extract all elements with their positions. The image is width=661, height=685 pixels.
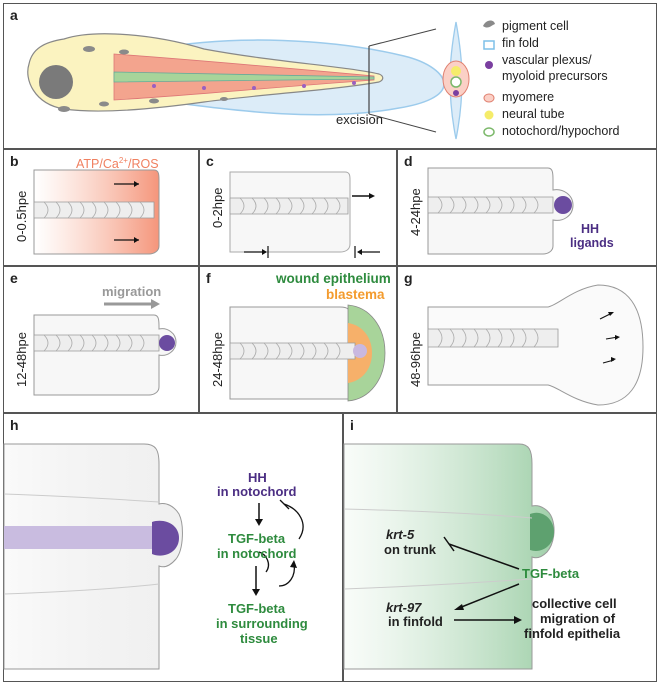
panel-f-tail: [229, 304, 386, 402]
panel-b-label: b: [10, 153, 19, 169]
panel-h: h HH in notochord TGF-beta in notochord …: [3, 413, 343, 682]
panel-c-label: c: [206, 153, 214, 169]
legend-notochord-hypochord: notochord/hypochord: [502, 124, 620, 138]
panel-e: e 12-48hpe migration: [3, 266, 199, 413]
panel-f-label: f: [206, 270, 211, 286]
hh-ligand-blob: [554, 196, 572, 214]
i-collective1: collective cell: [532, 596, 617, 611]
panel-b-tail: [33, 169, 160, 255]
panel-d-label: d: [404, 153, 413, 169]
notochord-icon: [483, 127, 495, 137]
panel-i: i krt-5 on trunk TGF-beta krt-97 in finf…: [343, 413, 657, 682]
legend-myomere: myomere: [502, 90, 555, 104]
h-tgf1-notochord: in notochord: [217, 546, 297, 561]
panel-h-tail: [3, 443, 304, 670]
pigment-cell-icon: [483, 20, 495, 28]
i-krt97-gene: krt-97: [386, 600, 422, 615]
panel-d-ligands: ligands: [570, 236, 614, 250]
i-krt5-gene: krt-5: [386, 527, 415, 542]
panel-i-tail: [343, 443, 555, 670]
panel-e-label: e: [10, 270, 18, 286]
myomere-icon: [483, 93, 495, 103]
panel-f-wound: wound epithelium: [276, 271, 391, 286]
panel-a: a excision: [3, 3, 657, 149]
legend-pigment-cell: pigment cell: [502, 19, 569, 33]
h-tgf2-surrounding: in surrounding: [216, 616, 308, 631]
panel-f-blastema: blastema: [326, 287, 385, 302]
legend-neural-tube: neural tube: [502, 107, 565, 121]
i-collective3: finfold epithelia: [524, 626, 621, 641]
h-tgf2-tissue: tissue: [240, 631, 278, 646]
panel-e-migration: migration: [102, 284, 162, 299]
panel-c: c 0-2hpe: [199, 149, 397, 266]
panel-c-tail: [229, 171, 380, 258]
h-hh-notochord: in notochord: [217, 484, 297, 499]
excision-label: excision: [336, 112, 383, 127]
panel-d-tail: [427, 167, 574, 255]
larva-eye: [39, 65, 73, 99]
i-collective2: migration of: [540, 611, 616, 626]
legend-icons: [483, 20, 495, 137]
panel-f: f 24-48hpe wound epithelium blastema: [199, 266, 397, 413]
panel-d-hh: HH: [581, 222, 600, 236]
panel-g-label: g: [404, 270, 413, 286]
panel-a-label: a: [10, 7, 18, 23]
i-krt5: krt-5: [386, 527, 414, 542]
signal-suffix: /ROS: [127, 157, 159, 172]
i-krt5-suffix: on trunk: [384, 542, 436, 557]
panel-d: d 4-24hpe HH ligands: [397, 149, 657, 266]
zebrafish-larva-diagram: [27, 21, 470, 140]
legend-myoloid-precursors: myoloid precursors: [502, 69, 608, 83]
neural-tube-icon: [484, 110, 494, 120]
panel-b-signal: ATP/Ca2+/ROS: [76, 156, 159, 171]
signal-sup: 2+: [118, 156, 128, 165]
i-krt97: krt-97: [386, 600, 421, 615]
panel-h-label: h: [10, 417, 19, 433]
legend-fin-fold: fin fold: [502, 36, 539, 50]
h-hh: HH: [248, 470, 267, 485]
panel-e-tail: [33, 299, 177, 396]
panel-g: g 48-96hpe: [397, 266, 657, 413]
i-krt97-suffix: in finfold: [388, 614, 443, 629]
panel-g-tail: [427, 284, 644, 406]
panel-i-label: i: [350, 417, 354, 433]
h-tgf1: TGF-beta: [228, 531, 286, 546]
h-tgf2: TGF-beta: [228, 601, 286, 616]
signal-prefix: ATP/Ca: [76, 157, 119, 172]
legend-vascular-plexus: vascular plexus/: [502, 53, 592, 67]
vascular-plexus-icon: [485, 61, 493, 69]
i-tgf: TGF-beta: [522, 566, 580, 581]
fin-fold-icon: [483, 40, 495, 50]
panel-b: b 0-0.5hpe ATP/Ca2+/ROS: [3, 149, 199, 266]
notochord-band: [113, 71, 375, 83]
